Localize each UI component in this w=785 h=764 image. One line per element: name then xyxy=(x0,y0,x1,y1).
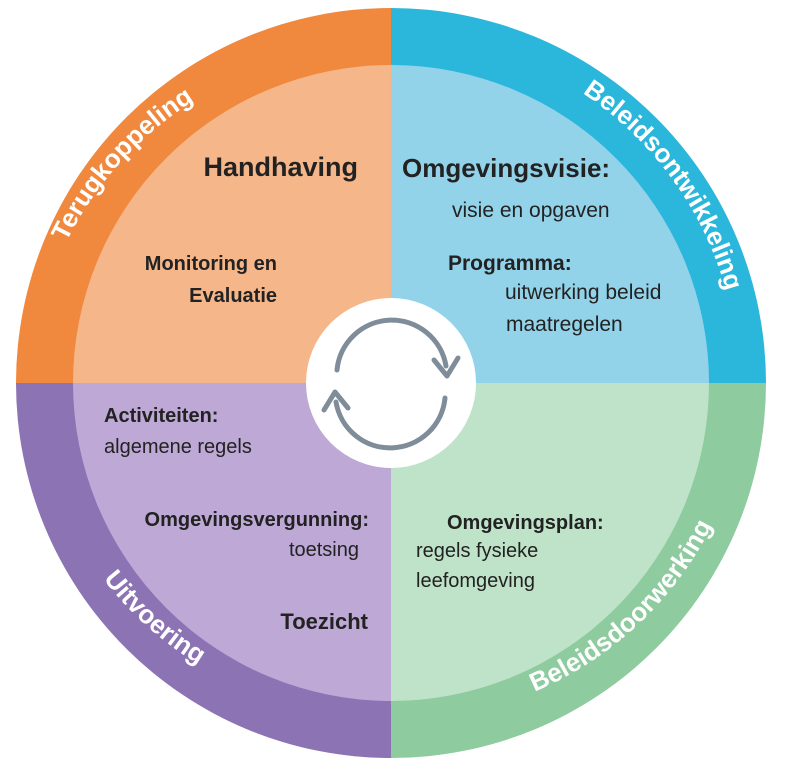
label-omgevingsplan: Omgevingsplan: xyxy=(447,512,604,534)
label-toezicht: Toezicht xyxy=(280,609,368,634)
inner-quadrant-bottom-left xyxy=(73,383,391,701)
label-programma-desc2: maatregelen xyxy=(506,313,623,336)
inner-quadrant-bottom-right xyxy=(391,383,709,701)
label-omgevingsvergunning: Omgevingsvergunning: xyxy=(145,509,369,531)
label-omgevingsplan-desc2: leefomgeving xyxy=(416,570,535,592)
inner-quadrant-top-left xyxy=(73,65,391,383)
label-omgevingsvisie: Omgevingsvisie: xyxy=(402,153,610,183)
label-handhaving: Handhaving xyxy=(203,152,358,182)
label-activiteiten: Activiteiten: xyxy=(104,405,218,427)
center-circle xyxy=(306,298,476,468)
label-activiteiten-desc: algemene regels xyxy=(104,436,252,458)
label-omgevingsplan-desc1: regels fysieke xyxy=(416,540,538,562)
label-monitoring-line2: Evaluatie xyxy=(189,285,277,307)
inner-quadrant-top-right xyxy=(391,65,709,383)
label-omgevingsvergunning-desc: toetsing xyxy=(289,539,359,561)
cycle-arrows-icon xyxy=(321,317,461,451)
label-omgevingsvisie-desc: visie en opgaven xyxy=(452,199,610,222)
label-programma: Programma: xyxy=(448,252,572,275)
label-programma-desc1: uitwerking beleid xyxy=(505,281,661,304)
label-monitoring-line1: Monitoring en xyxy=(145,253,277,275)
